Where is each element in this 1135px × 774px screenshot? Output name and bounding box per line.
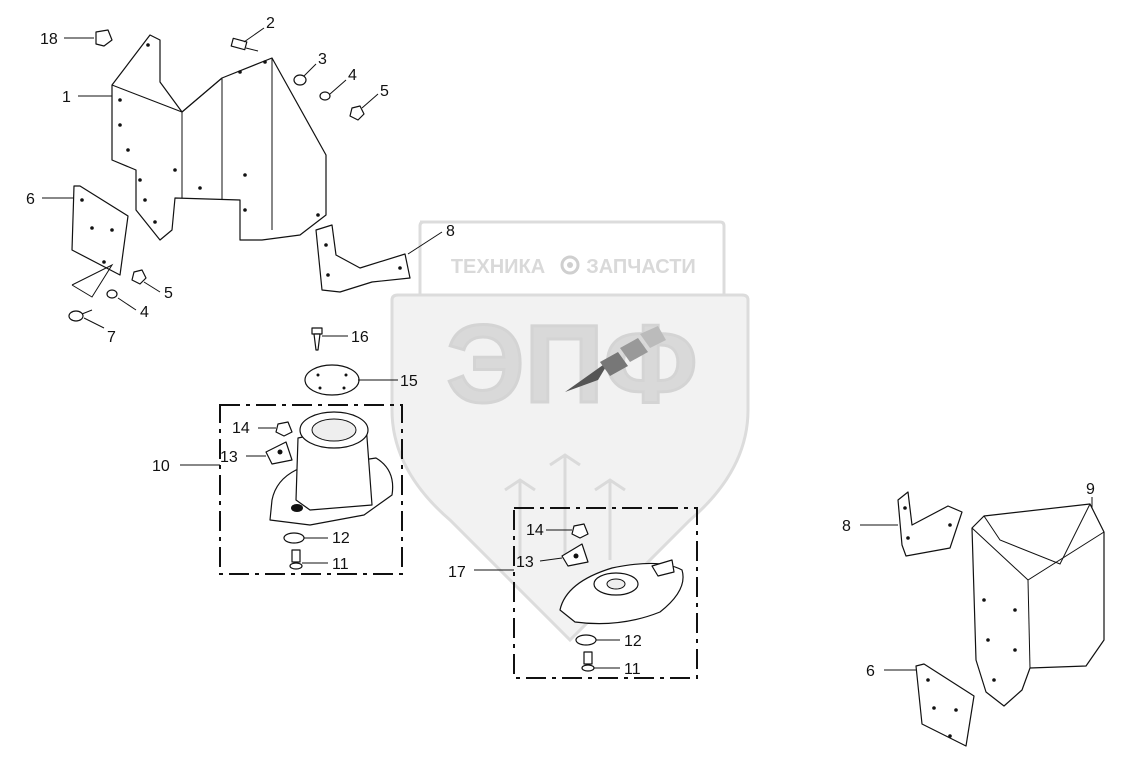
part-13-plate-b xyxy=(561,543,589,567)
part-8-bracket-right xyxy=(897,491,963,557)
part-11-screw-b xyxy=(581,651,595,672)
callout-13b: 13 xyxy=(516,554,534,571)
callout-14b: 14 xyxy=(526,522,544,539)
callout-5a: 5 xyxy=(380,83,389,100)
wheat-icon xyxy=(504,453,626,560)
watermark-text-right: ЗАПЧАСТИ xyxy=(586,256,696,278)
part-6-plate-left xyxy=(71,185,129,276)
callout-3: 3 xyxy=(318,51,327,68)
callout-4a: 4 xyxy=(348,67,357,84)
callout-12a: 12 xyxy=(332,530,350,547)
watermark-text-left: ТЕХНИКА xyxy=(451,256,545,278)
callout-8b: 8 xyxy=(842,518,851,535)
callout-7: 7 xyxy=(107,329,116,346)
callout-labels: 18 1 2 3 4 5 6 5 4 7 8 16 15 14 13 10 12… xyxy=(26,15,1095,680)
part-17-disc xyxy=(559,559,684,625)
part-16-bolt xyxy=(311,327,323,351)
callout-11b: 11 xyxy=(624,661,641,678)
callout-5b: 5 xyxy=(164,285,173,302)
group-17-frame xyxy=(513,507,698,679)
part-12-clip-b xyxy=(575,634,597,646)
part-14-nut-b xyxy=(571,523,589,539)
callout-8a: 8 xyxy=(446,223,455,240)
callout-18: 18 xyxy=(40,31,58,48)
callout-14a: 14 xyxy=(232,420,250,437)
part-14-nut-a xyxy=(275,421,293,437)
arrow-logo-icon xyxy=(565,326,666,392)
callout-12b: 12 xyxy=(624,633,642,650)
part-10-housing xyxy=(269,411,394,526)
callout-11a: 11 xyxy=(332,556,349,573)
callout-4b: 4 xyxy=(140,304,149,321)
part-8-bracket-upper xyxy=(315,224,411,293)
part-1-shield xyxy=(111,34,327,241)
callout-15: 15 xyxy=(400,373,418,390)
callout-1: 1 xyxy=(62,89,71,106)
hardware-top xyxy=(68,29,365,322)
callout-13a: 13 xyxy=(220,449,238,466)
part-11-screw-a xyxy=(289,549,303,570)
watermark: ТЕХНИКА ЗАПЧАСТИ ЭПФ xyxy=(390,220,750,643)
callout-17: 17 xyxy=(448,564,466,581)
gear-icon xyxy=(560,255,580,275)
callout-10: 10 xyxy=(152,458,170,475)
part-12-clip-a xyxy=(283,532,305,544)
callout-2: 2 xyxy=(266,15,275,32)
part-15-cover xyxy=(304,364,360,396)
part-13-plate-a xyxy=(265,441,293,465)
callout-9: 9 xyxy=(1086,481,1095,498)
callout-16: 16 xyxy=(351,329,369,346)
part-9-shield-right xyxy=(971,503,1105,707)
watermark-big-text: ЭПФ xyxy=(446,303,697,426)
callout-6b: 6 xyxy=(866,663,875,680)
callout-6a: 6 xyxy=(26,191,35,208)
leader-lines xyxy=(42,27,1093,671)
part-6-plate-right xyxy=(915,663,975,747)
group-10-frame xyxy=(219,404,403,575)
